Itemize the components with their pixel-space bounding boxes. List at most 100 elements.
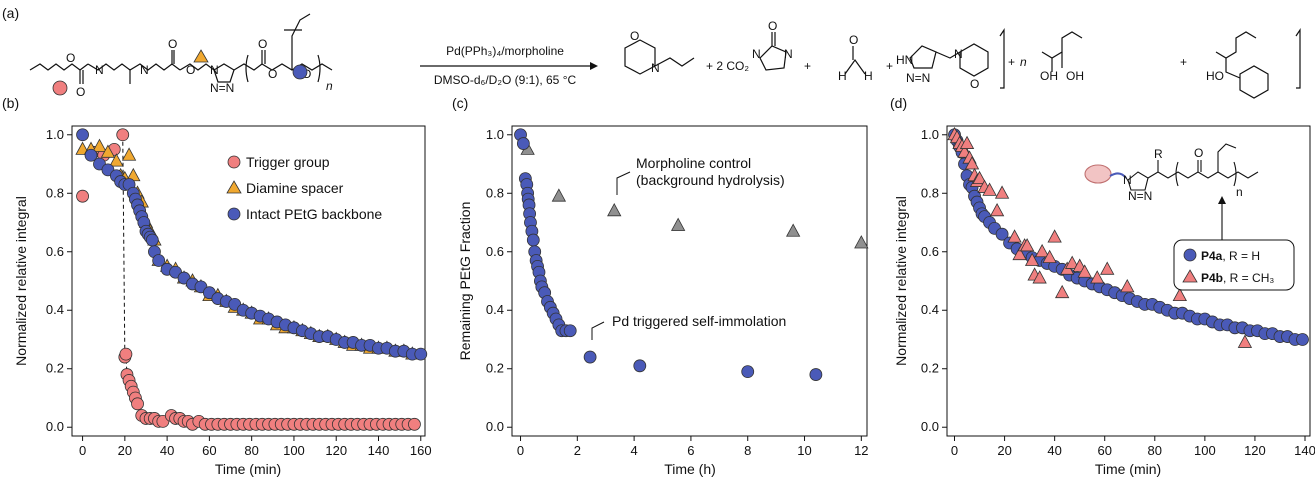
x-tick-label: 2 xyxy=(574,443,581,458)
panel-d-xlabel: Time (min) xyxy=(1095,461,1161,477)
x-tick-label: 20 xyxy=(997,443,1011,458)
scheme-atom-n1: N xyxy=(95,63,104,77)
x-tick-label: 10 xyxy=(797,443,811,458)
data-point-c-series-0 xyxy=(854,235,869,249)
product-structures xyxy=(624,28,1301,99)
panel-b-ylabel: Normalized relative integral xyxy=(13,196,29,366)
panel-label-d: (d) xyxy=(890,95,907,111)
data-point-c-series-0 xyxy=(785,223,801,237)
y-tick-label: 0.0 xyxy=(921,419,939,434)
panel-d-ylabel: Normalized relative integral xyxy=(893,196,909,366)
legend-label-p4b-name: P4b xyxy=(1201,271,1223,285)
diamine-spacer-marker xyxy=(193,49,209,63)
panel-b-xlabel: Time (min) xyxy=(215,461,281,477)
panel-d-data-points xyxy=(947,126,1309,348)
panel-label-b: (b) xyxy=(2,95,19,111)
data-point-c-series-1 xyxy=(516,137,530,150)
scheme-atom-n2: N xyxy=(140,63,149,77)
scheme-atom-o3: O xyxy=(168,37,177,51)
data-point-d-series-1 xyxy=(1042,249,1057,264)
trigger-trend-line xyxy=(122,134,415,425)
scheme-n-subscript: n xyxy=(326,79,333,93)
data-point-d-series-1 xyxy=(982,182,997,196)
x-tick-label: 6 xyxy=(687,443,694,458)
legend-marker-backbone xyxy=(227,207,241,221)
inset-atom-o: O xyxy=(1194,146,1203,160)
trigger-group-marker xyxy=(52,80,68,96)
data-point-d-series-1 xyxy=(1237,334,1253,348)
data-point-d-series-1 xyxy=(989,202,1005,217)
data-point-c-series-1 xyxy=(633,359,647,373)
data-point-d-series-1 xyxy=(959,135,975,149)
reaction-arrowhead xyxy=(590,62,598,70)
legend-label-p4b-detail: , R = CH₃ xyxy=(1223,271,1274,285)
product-formaldehyde-h1: H xyxy=(838,69,847,83)
reaction-conditions-top: Pd(PPh₃)₄/morpholine xyxy=(446,44,564,58)
legend-label-p4b: P4b, R = CH₃ xyxy=(1201,271,1274,285)
data-point-b-series-2 xyxy=(414,347,428,361)
inset-atom-n: N xyxy=(1123,173,1132,187)
x-tick-label: 80 xyxy=(244,443,258,458)
x-tick-label: 60 xyxy=(1097,443,1111,458)
scheme-plus-5: + xyxy=(1180,55,1187,69)
data-point-c-series-1 xyxy=(563,324,577,338)
data-point-c-series-1 xyxy=(526,233,540,247)
x-tick-label: 120 xyxy=(1244,443,1266,458)
legend-label-trigger: Trigger group xyxy=(246,154,330,170)
backbone-marker xyxy=(292,64,308,80)
y-tick-label: 1.0 xyxy=(46,127,64,142)
data-point-b-series-1 xyxy=(100,144,116,158)
y-tick-label: 1.0 xyxy=(921,127,939,142)
x-tick-label: 80 xyxy=(1148,443,1162,458)
data-point-d-series-1 xyxy=(1090,270,1105,284)
x-tick-label: 140 xyxy=(1294,443,1315,458)
panel-b-legend: Trigger group Diamine spacer Intact PEtG… xyxy=(226,154,382,222)
legend-marker-trigger xyxy=(227,155,241,169)
x-tick-label: 100 xyxy=(283,443,305,458)
annotation-background-hydrolysis: (background hydrolysis) xyxy=(636,172,785,188)
x-tick-label: 0 xyxy=(517,443,524,458)
data-point-d-series-1 xyxy=(1077,264,1092,278)
data-point-d-series-1 xyxy=(1019,238,1035,252)
panel-c-ylabel: Remaining PEtG Fraction xyxy=(457,202,473,361)
y-tick-label: 0.8 xyxy=(921,185,939,200)
data-point-b-series-1 xyxy=(109,153,124,167)
product-morpholine-o: O xyxy=(630,29,639,43)
panel-b-data-points xyxy=(75,128,428,431)
inset-n-subscript: n xyxy=(1236,185,1243,199)
panel-label-a: (a) xyxy=(2,5,19,21)
legend-label-p4a-detail: , R = H xyxy=(1222,249,1260,263)
panel-d-legend-box xyxy=(1173,239,1295,291)
x-tick-label: 120 xyxy=(325,443,347,458)
legend-label-p4a-name: P4a xyxy=(1201,249,1223,263)
legend-marker-p4a xyxy=(1183,248,1197,262)
data-point-d-series-1 xyxy=(1007,229,1022,243)
data-point-c-series-1 xyxy=(583,350,597,364)
data-point-c-series-0 xyxy=(670,217,686,231)
data-point-b-series-0 xyxy=(119,347,133,361)
y-tick-label: 0.6 xyxy=(46,244,64,259)
morpholine-control-leader xyxy=(616,171,631,195)
polymer-structure-inset xyxy=(1084,143,1259,240)
y-tick-label: 0.2 xyxy=(486,361,504,376)
data-point-d-series-1 xyxy=(1120,279,1135,293)
x-tick-label: 4 xyxy=(631,443,638,458)
x-tick-label: 8 xyxy=(744,443,751,458)
legend-label-backbone: Intact PEtG backbone xyxy=(246,206,382,222)
pd-triggered-leader xyxy=(591,321,605,340)
data-point-b-series-2 xyxy=(76,128,89,142)
scheme-atom-nn: N=N xyxy=(210,81,234,95)
scheme-atom-o4: O xyxy=(186,63,195,77)
product-triazole-morph-n: N xyxy=(954,47,963,61)
scheme-atom-o2: O xyxy=(76,85,85,99)
reaction-scheme: (a) O O N N O O N N=N O O xyxy=(2,5,1301,99)
y-tick-label: 0.4 xyxy=(46,302,64,317)
data-point-b-series-2 xyxy=(145,233,159,247)
data-point-b-series-2 xyxy=(84,148,98,162)
inset-r-label: R xyxy=(1154,147,1163,161)
inset-atom-nn: N=N xyxy=(1128,189,1152,203)
data-point-d-series-1 xyxy=(1024,252,1040,266)
